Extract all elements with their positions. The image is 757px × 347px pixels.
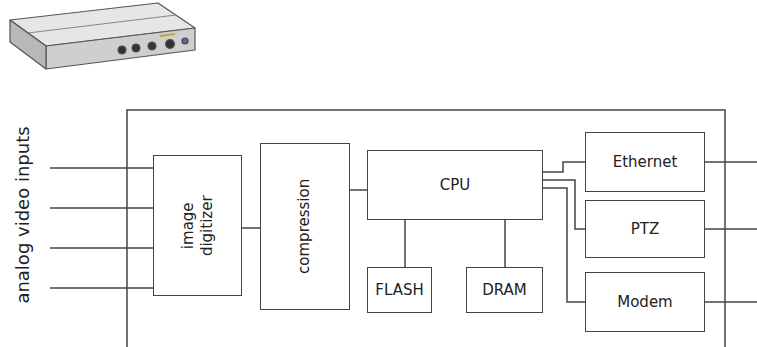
digitizer-box: image digitizer	[153, 155, 242, 296]
compression-box: compression	[260, 143, 350, 310]
box-label: Modem	[617, 293, 672, 312]
box-label: FLASH	[375, 281, 423, 300]
box-label: DRAM	[482, 281, 527, 300]
box-label: CPU	[440, 176, 471, 195]
bus-line	[404, 220, 406, 267]
input-label: analog video inputs	[12, 126, 33, 303]
box-label: PTZ	[631, 220, 659, 239]
memory-box: FLASH	[367, 267, 432, 313]
interface-box: Modem	[585, 272, 705, 332]
bus-line	[543, 162, 585, 172]
box-label: compression	[296, 179, 315, 274]
output-wires	[705, 162, 757, 302]
bus-line	[543, 188, 585, 302]
box-label: image digitizer	[179, 195, 217, 256]
device-icon	[10, 3, 195, 69]
interface-box: PTZ	[585, 200, 705, 258]
cpu-box: CPU	[367, 150, 543, 220]
bus-line	[242, 227, 260, 229]
interface-box: Ethernet	[585, 132, 705, 192]
memory-box: DRAM	[466, 267, 543, 313]
input-wires	[50, 168, 153, 288]
housing-outline	[127, 110, 725, 347]
box-label: Ethernet	[613, 153, 678, 172]
bus-line	[504, 220, 506, 267]
bus-line	[350, 189, 367, 191]
